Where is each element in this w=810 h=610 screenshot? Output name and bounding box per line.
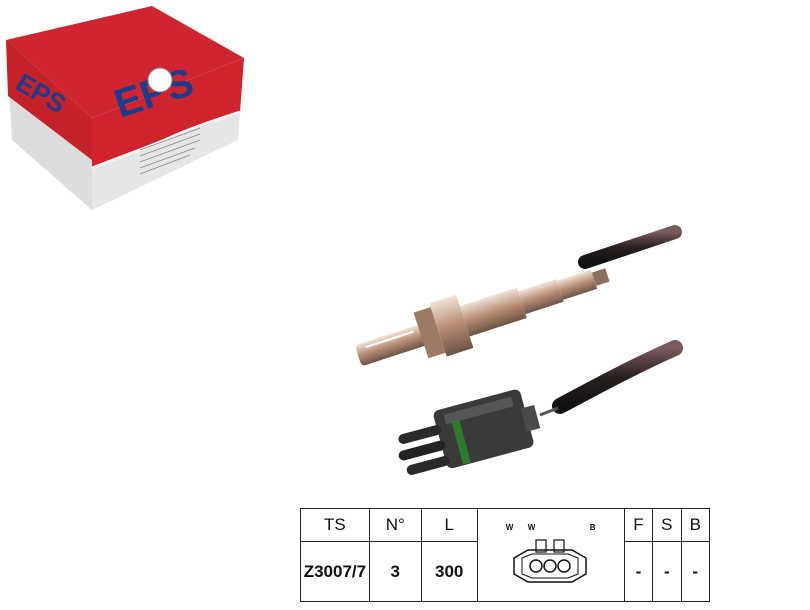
pin-label-b: B [589,523,596,532]
header-length: L [420,507,478,543]
oxygen-sensor-image [355,225,683,475]
header-ts: TS [300,507,370,543]
header-f: F [623,507,654,543]
value-ts: Z3007/7 [300,541,370,602]
connector-pinout-icon [512,539,587,583]
header-b: B [680,507,711,543]
pin-label-w2: W [527,523,536,532]
value-s: - [652,541,682,602]
header-number: N° [368,507,422,543]
pin-label-w1: W [505,523,514,532]
value-b: - [680,541,711,602]
spec-table-header-row: TS N° L W W B F S B [300,507,711,602]
value-f: - [623,541,654,602]
product-box-image: EPS EPS [6,6,244,210]
value-number: 3 [368,541,422,602]
value-length: 300 [420,541,478,602]
connector-diagram-cell: W W B [476,508,625,602]
spec-table: TS N° L W W B F S B Z3007/7 3 300 - - - [300,507,711,602]
product-photo: EPS EPS [6,6,683,475]
spec-table-data-row: Z3007/7 3 300 - - - [300,541,711,602]
header-s: S [652,507,682,543]
